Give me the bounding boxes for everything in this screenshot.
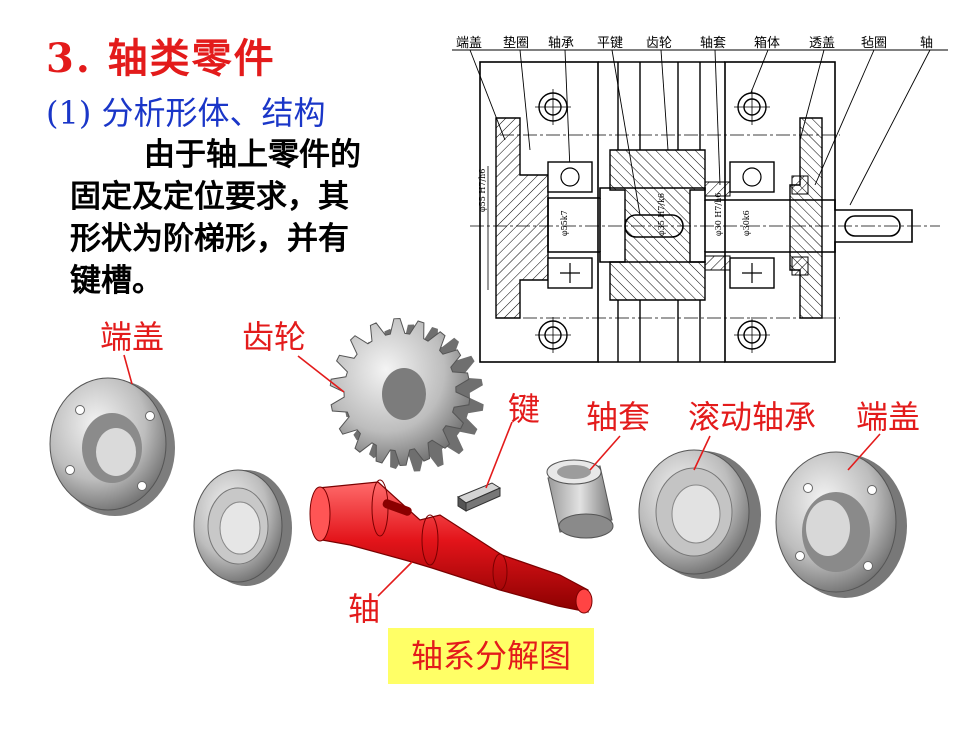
gear-bore bbox=[382, 368, 426, 420]
dim-d35-fit: H7/k6 bbox=[657, 192, 666, 218]
description-paragraph: 由于轴上零件的 固定及定位要求，其 形状为阶梯形，并有 键槽。 bbox=[70, 134, 430, 302]
figure-caption: 轴系分解图 bbox=[388, 628, 594, 684]
drawing-label-through-cap: 透盖 bbox=[809, 36, 836, 51]
label-rolling-bearing: 滚动轴承 bbox=[688, 398, 817, 436]
section-subtitle: (1) 分析形体、结构 bbox=[46, 94, 326, 132]
para-line-2: 固定及定位要求，其 bbox=[70, 179, 349, 215]
para-line-3: 形状为阶梯形，并有 bbox=[70, 221, 349, 257]
dim-d30-fit: H7/h6 bbox=[714, 192, 723, 218]
drawing-label-washer: 垫圈 bbox=[503, 36, 530, 51]
para-line-4: 键槽。 bbox=[70, 263, 163, 299]
label-key: 键 bbox=[508, 390, 541, 428]
drawing-label-felt-ring: 毡圈 bbox=[861, 36, 888, 51]
part-leaders bbox=[123, 354, 881, 597]
drawing-label-sleeve: 轴套 bbox=[700, 36, 727, 51]
part-end-cap-left bbox=[49, 377, 175, 516]
drawing-label-shaft: 轴 bbox=[920, 36, 934, 51]
part-shaft bbox=[309, 479, 593, 614]
label-shaft: 轴 bbox=[348, 590, 381, 628]
para-line-1: 由于轴上零件的 bbox=[144, 137, 361, 173]
assembly-drawing bbox=[452, 49, 948, 363]
dim-d55k7: φ55k7 bbox=[560, 210, 569, 236]
part-bearing-right bbox=[638, 449, 761, 579]
part-end-cap-right bbox=[775, 451, 907, 598]
dim-d30k6: φ30k6 bbox=[742, 210, 751, 236]
drawing-label-gear: 齿轮 bbox=[646, 36, 673, 51]
label-end-cap-right: 端盖 bbox=[856, 398, 921, 436]
drawing-label-housing: 箱体 bbox=[754, 36, 781, 51]
label-gear: 齿轮 bbox=[242, 318, 307, 356]
part-gear bbox=[329, 317, 484, 472]
label-sleeve: 轴套 bbox=[586, 398, 651, 436]
drawing-label-end-cap: 端盖 bbox=[456, 36, 483, 51]
drawing-label-flat-key: 平键 bbox=[597, 36, 624, 51]
dim-d35: φ35 bbox=[657, 220, 666, 236]
part-bearing-left bbox=[193, 469, 292, 586]
dim-d55-fit: H7/h6 bbox=[478, 168, 487, 194]
drawing-label-bearing: 轴承 bbox=[548, 36, 575, 51]
part-sleeve bbox=[546, 459, 614, 539]
dim-d55: φ55 bbox=[478, 196, 487, 212]
slide-title: 3. 轴类零件 bbox=[46, 35, 276, 82]
dim-d30: φ30 bbox=[714, 220, 723, 236]
part-key bbox=[456, 482, 502, 512]
label-end-cap-left: 端盖 bbox=[100, 318, 165, 356]
